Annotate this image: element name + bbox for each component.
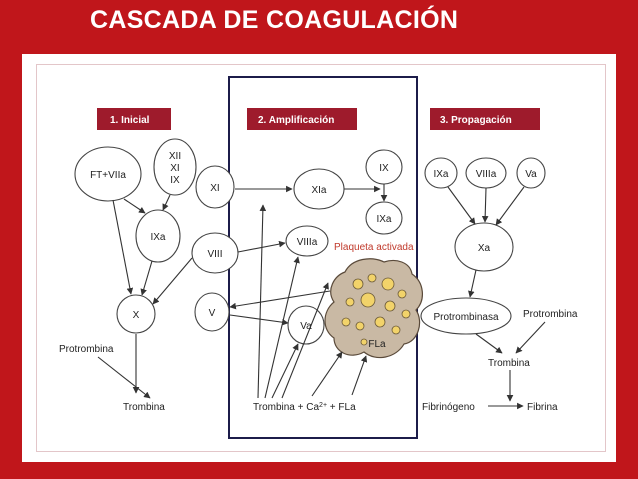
bottom-formula-end: + FLa	[327, 402, 356, 413]
xii-label: XII	[169, 151, 181, 162]
ix-small-label: IX	[170, 175, 180, 186]
bottom-formula-main: Trombina + Ca	[253, 402, 319, 413]
header-amplificacion-label: 2. Amplificación	[258, 115, 334, 126]
arrow-trombina-platelet	[281, 282, 329, 399]
arrow-protrombina-trombina	[97, 356, 151, 399]
header-amplificacion	[247, 108, 357, 130]
ixa-initial-label: IXa	[150, 232, 165, 243]
protrombinasa-node	[420, 297, 512, 335]
bottom-formula-sup: 2+	[319, 402, 327, 409]
slide-title: CASCADA DE COAGULACIÓN	[90, 6, 459, 34]
arrow-xa-protrombinasa	[468, 269, 477, 298]
xi-node	[195, 165, 235, 209]
arrow-trombina-xi	[257, 204, 267, 399]
ftviia-node	[74, 146, 142, 202]
arrow-trombina-viiia	[264, 256, 300, 399]
va-prop-label: Va	[525, 169, 537, 180]
arrow-ixa-xa	[447, 186, 476, 225]
arrow-va-xa	[495, 186, 525, 226]
arrow-viiia-xa	[481, 187, 489, 223]
arrow-viii-x	[152, 257, 193, 305]
va-prop-node	[516, 157, 546, 189]
arrow-fla-platelet	[351, 355, 368, 396]
x-label: X	[133, 310, 140, 321]
viii-label: VIII	[207, 249, 222, 260]
plaqueta-activada-label: Plaqueta activada	[334, 242, 414, 253]
ixa-prop-node	[424, 157, 458, 189]
arrow-protrombinasa-trombina	[475, 333, 503, 354]
trombina-left-label: Trombina	[123, 402, 165, 413]
v-label: V	[209, 308, 216, 319]
arrow-ftviia-ixa	[123, 198, 146, 214]
protrombinasa-label: Protrombinasa	[433, 312, 498, 323]
xii-xi-ix-node	[153, 138, 197, 196]
arrow-ixa-x	[140, 260, 153, 296]
xi-label: XI	[210, 183, 219, 194]
protrombina-right-label: Protrombina	[523, 309, 578, 320]
arrow-platelet-v	[229, 290, 331, 310]
trombina-right-label: Trombina	[488, 358, 530, 369]
ixa-prop-label: IXa	[433, 169, 448, 180]
x-node	[116, 294, 156, 334]
viii-node	[191, 232, 239, 274]
xa-node	[454, 222, 514, 272]
xa-label: Xa	[478, 243, 491, 254]
header-inicial-label: 1. Inicial	[110, 115, 150, 126]
header-inicial	[97, 108, 171, 130]
arrow-protrombina-trombina-right	[515, 321, 546, 354]
arrow-v-va	[229, 314, 289, 326]
ixa-initial-node	[135, 209, 181, 263]
viiia-amp-label: VIIIa	[297, 237, 318, 248]
amplification-highlight-box	[228, 76, 418, 439]
bottom-formula: Trombina + Ca2+ + FLa	[253, 402, 356, 414]
header-propagacion	[430, 108, 540, 130]
arrow-ca-platelet	[311, 351, 343, 397]
activated-platelet-icon	[324, 258, 423, 359]
header-propagacion-label: 3. Propagación	[440, 115, 512, 126]
fibrinogeno-label: Fibrinógeno	[422, 402, 475, 413]
viiia-amp-node	[285, 225, 329, 257]
ftviia-label: FT+VIIa	[90, 170, 126, 181]
v-node	[194, 292, 230, 332]
fla-label: FLa	[368, 339, 386, 350]
fibrina-label: Fibrina	[527, 402, 558, 413]
viiia-prop-label: VIIIa	[476, 169, 497, 180]
arrow-trombina-va	[271, 343, 299, 399]
xi-small-label: XI	[170, 163, 179, 174]
va-amp-label: Va	[300, 321, 312, 332]
protrombina-left-label: Protrombina	[59, 344, 114, 355]
arrow-ftviia-x	[112, 199, 134, 295]
ix-amp-label: IX	[379, 163, 389, 174]
ixa-amp-node	[365, 201, 403, 235]
arrow-xii-ixa	[162, 194, 171, 211]
ixa-amp-label: IXa	[376, 214, 391, 225]
xia-label: XIa	[311, 185, 326, 196]
